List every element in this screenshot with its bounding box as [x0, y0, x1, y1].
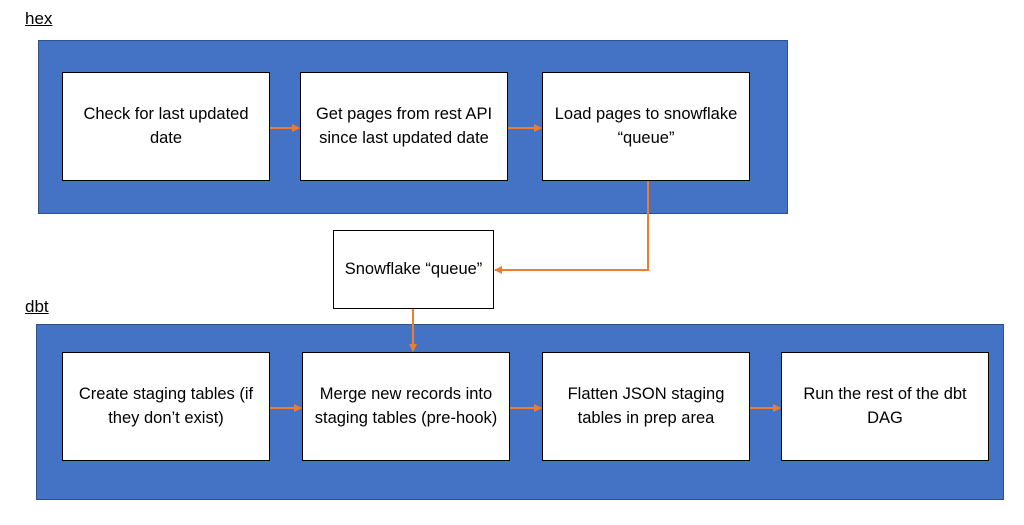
- hex-step-load-pages: Load pages to snowflake “queue”: [542, 72, 750, 181]
- dbt-group-label: dbt: [25, 297, 49, 316]
- dbt-step-run-rest: Run the rest of the dbt DAG: [781, 352, 989, 461]
- arrow-load-to-queue: [494, 181, 649, 274]
- dbt-step-merge-records: Merge new records into staging tables (p…: [302, 352, 510, 461]
- hex-step-check-last-updated: Check for last updated date: [62, 72, 270, 181]
- snowflake-queue-node: Snowflake “queue”: [333, 230, 494, 309]
- dbt-step-flatten-json: Flatten JSON staging tables in prep area: [542, 352, 750, 461]
- dbt-step-create-staging: Create staging tables (if they don’t exi…: [62, 352, 270, 461]
- hex-step-get-pages: Get pages from rest API since last updat…: [300, 72, 508, 181]
- hex-group-label: hex: [25, 9, 53, 28]
